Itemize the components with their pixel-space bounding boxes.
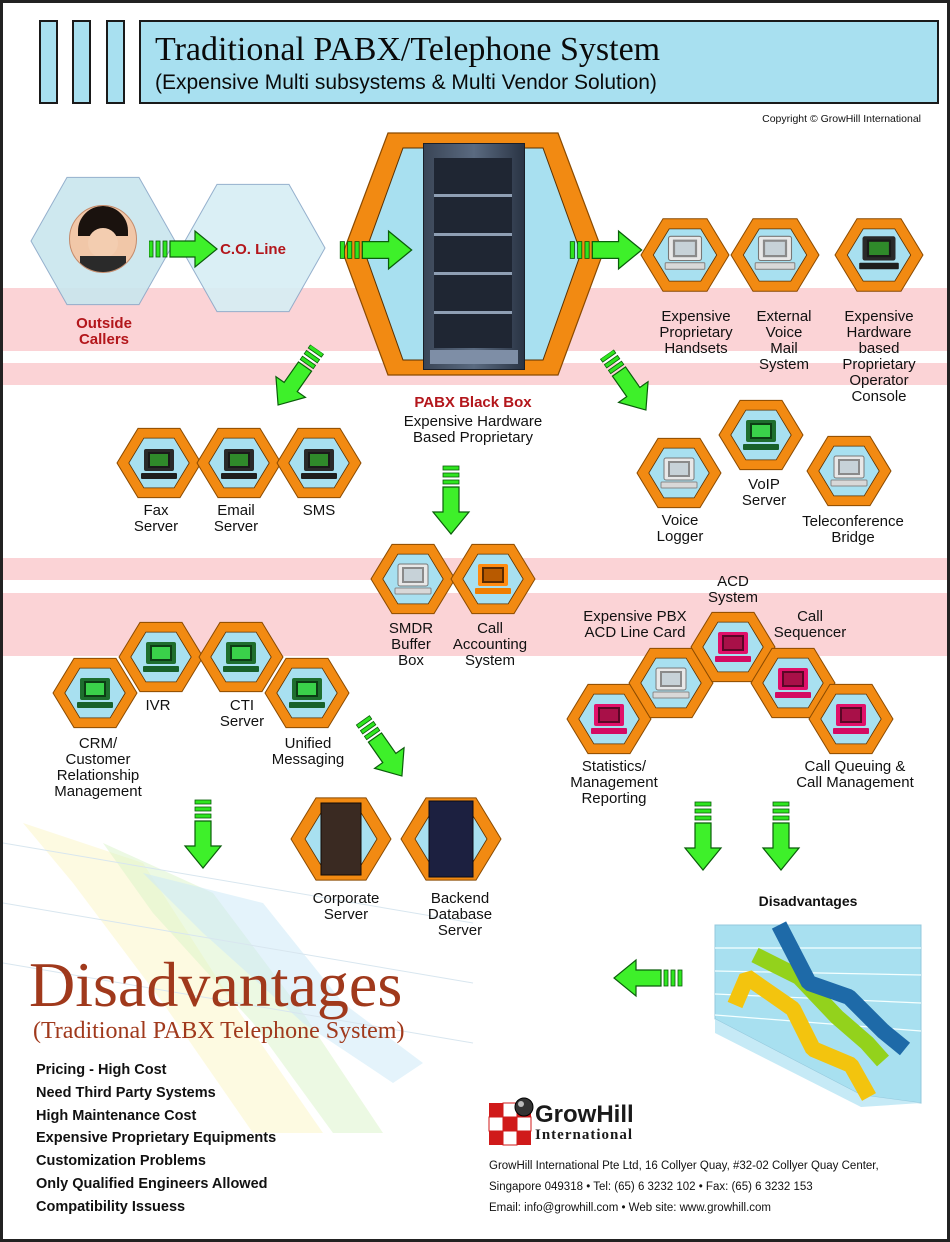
acd-system-icon xyxy=(715,632,751,662)
label-sms: SMS xyxy=(302,502,336,519)
chart-label: Disadvantages xyxy=(758,893,858,909)
header-box xyxy=(139,20,939,104)
crm-icon xyxy=(77,678,113,708)
company-contact: Singapore 049318 • Tel: (65) 6 3232 102 … xyxy=(489,1181,813,1193)
background-decoration xyxy=(3,823,474,1133)
call-sequencer-icon xyxy=(775,668,811,698)
unified-messaging-icon xyxy=(289,678,325,708)
trend-chart-graphic xyxy=(714,921,922,1107)
teleconference-icon xyxy=(830,455,868,487)
company-address: GrowHill International Pte Ltd, 16 Colly… xyxy=(489,1160,879,1172)
voice-mail-icon xyxy=(754,235,796,270)
arrow-down-left-icon xyxy=(262,338,333,416)
corporate-server-icon xyxy=(320,802,362,876)
list-item: Only Qualified Engineers Allowed xyxy=(36,1175,268,1192)
arrow-left-icon xyxy=(613,959,683,997)
list-item: Compatibility Issuess xyxy=(36,1198,186,1215)
logo-subtitle: International xyxy=(535,1127,634,1143)
arrow-down-icon xyxy=(684,801,722,871)
page-subtitle: (Expensive Multi subsystems & Multi Vend… xyxy=(155,71,657,94)
list-item: High Maintenance Cost xyxy=(36,1107,197,1124)
arrow-down-icon xyxy=(432,465,470,535)
voice-logger-icon xyxy=(660,457,698,489)
disadvantages-list: Pricing - High Cost Need Third Party Sys… xyxy=(36,1059,276,1219)
cti-server-icon xyxy=(223,642,259,672)
operator-console-icon xyxy=(859,236,899,270)
arrow-down-icon xyxy=(184,799,222,869)
co-line-label: C.O. Line xyxy=(220,241,286,258)
list-item: Expensive Proprietary Equipments xyxy=(36,1130,277,1147)
company-web: Email: info@growhill.com • Web site: www… xyxy=(489,1202,771,1214)
list-item: Customization Problems xyxy=(36,1153,206,1170)
caller-photo xyxy=(69,205,137,273)
smdr-buffer-icon xyxy=(394,563,432,595)
company-info: GrowHill International Pte Ltd, 16 Colly… xyxy=(489,1156,879,1219)
arrow-down-icon xyxy=(762,801,800,871)
statistics-icon xyxy=(591,704,627,734)
handset-icon xyxy=(664,235,706,270)
pabx-rack-image xyxy=(423,143,525,370)
email-server-icon xyxy=(221,449,257,479)
label-call-queuing: Call Queuing &Call Management xyxy=(796,758,914,791)
fax-server-icon xyxy=(141,449,177,479)
sms-icon xyxy=(301,449,337,479)
list-item: Pricing - High Cost xyxy=(36,1062,167,1078)
call-queuing-icon xyxy=(833,704,869,734)
ivr-icon xyxy=(143,642,179,672)
page-title: Traditional PABX/Telephone System xyxy=(155,31,661,68)
header-stripe xyxy=(106,20,125,104)
copyright-text: Copyright © GrowHill International xyxy=(762,113,921,125)
disadvantages-subtitle: (Traditional PABX Telephone System) xyxy=(33,1018,405,1044)
call-accounting-icon xyxy=(475,564,511,594)
pabx-title: PABX Black Box xyxy=(414,394,532,411)
acd-line-card-icon xyxy=(652,667,690,699)
header-stripe xyxy=(39,20,58,104)
arrow-down-right-icon xyxy=(347,709,418,787)
label-ivr: IVR xyxy=(145,697,171,714)
diagram-graphics xyxy=(30,132,924,1146)
header-stripe xyxy=(72,20,91,104)
logo-name: GrowHill xyxy=(535,1101,634,1128)
growhill-logo xyxy=(488,1097,534,1146)
list-item: Need Third Party Systems xyxy=(36,1084,216,1101)
voip-server-icon xyxy=(743,420,779,450)
disadvantages-title: Disadvantages xyxy=(29,949,403,1020)
database-server-icon xyxy=(428,800,474,878)
